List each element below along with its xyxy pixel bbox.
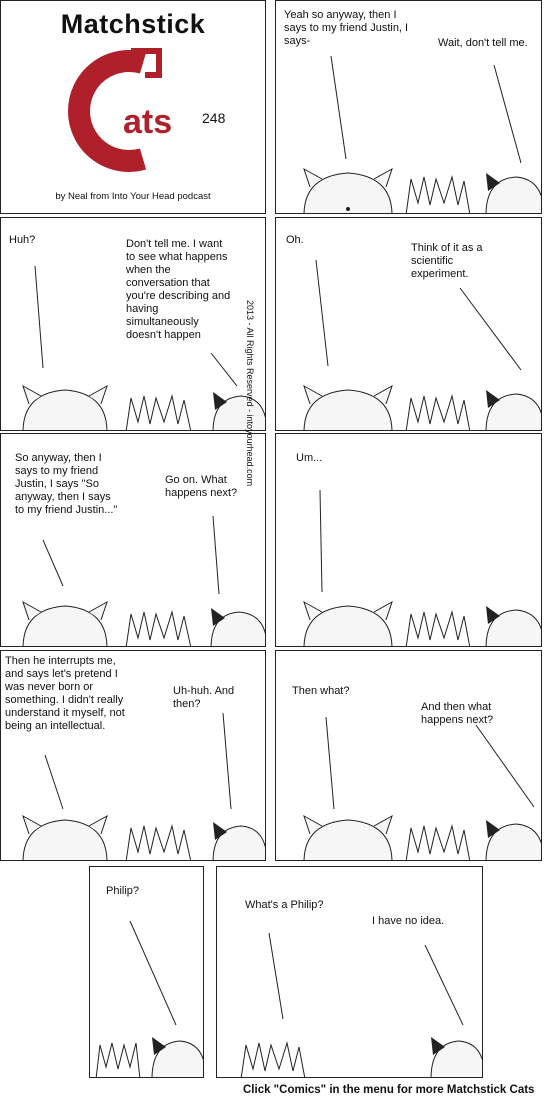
comic-panel-1: Yeah so anyway, then I says to my friend… (275, 0, 542, 214)
comic-panel-5: Um... (275, 433, 542, 647)
speech-left: Yeah so anyway, then I says to my friend… (284, 9, 409, 47)
comic-panel-7: Then what? And then what happens next? (275, 650, 542, 861)
speech-right: Uh-huh. And then? (173, 685, 235, 710)
cats-scene (95, 920, 203, 1077)
speech-left: Then he interrupts me, and says let's pr… (5, 655, 125, 732)
footer-link-text[interactable]: Click "Comics" in the menu for more Matc… (243, 1084, 535, 1096)
cat-right-icon (485, 173, 541, 213)
cats-scene (303, 259, 541, 430)
comic-panel-6: Then he interrupts me, and says let's pr… (0, 650, 266, 861)
comic-panel-3: Oh. Think of it as a scientific experime… (275, 217, 542, 431)
speech-right: Don't tell me. I want to see what happen… (126, 238, 231, 341)
speech-left: Oh. (286, 234, 304, 246)
comic-title: Matchstick (60, 9, 206, 39)
speech-left: What's a Philip? (245, 899, 324, 911)
speech-right: And then what happens next? (421, 701, 494, 726)
speech-left: Huh? (9, 234, 36, 246)
comic-panel-2: Huh? Don't tell me. I want to see what h… (0, 217, 266, 431)
speech-left: So anyway, then I says to my friend Just… (15, 452, 118, 516)
copyright-notice: 2013 - All Rights Reserved - intoyourhea… (245, 300, 255, 487)
cat-left-icon (303, 167, 393, 213)
cats-scene (303, 489, 541, 646)
comic-panel-8: Philip? (89, 866, 204, 1078)
cats-scene (22, 712, 265, 860)
credit-line: by Neal from Into Your Head podcast (55, 191, 211, 202)
cat-middle-icon (405, 175, 471, 213)
speech-left: Philip? (106, 885, 140, 897)
speech-left: Then what? (292, 685, 350, 697)
comic-panel-4: So anyway, then I says to my friend Just… (0, 433, 266, 647)
issue-number: 248 (202, 110, 226, 126)
speech-right: Think of it as a scientific experiment. (411, 242, 483, 280)
cats-scene (22, 265, 265, 430)
speech-left: Um... (296, 452, 323, 464)
speech-right: Go on. What happens next? (165, 474, 238, 499)
speech-right: I have no idea. (372, 915, 445, 927)
comic-panel-9: What's a Philip? I have no idea. (216, 866, 483, 1078)
logo-icon: ats (68, 48, 172, 172)
speech-right: Wait, don't tell me. (438, 37, 528, 49)
title-panel: Matchstick ats 248 by Neal from Into You… (0, 0, 266, 214)
cats-scene (303, 716, 541, 860)
cats-scene (22, 515, 265, 646)
cats-scene (303, 55, 541, 213)
cats-scene (240, 932, 482, 1077)
logo-word: ats (123, 103, 172, 141)
